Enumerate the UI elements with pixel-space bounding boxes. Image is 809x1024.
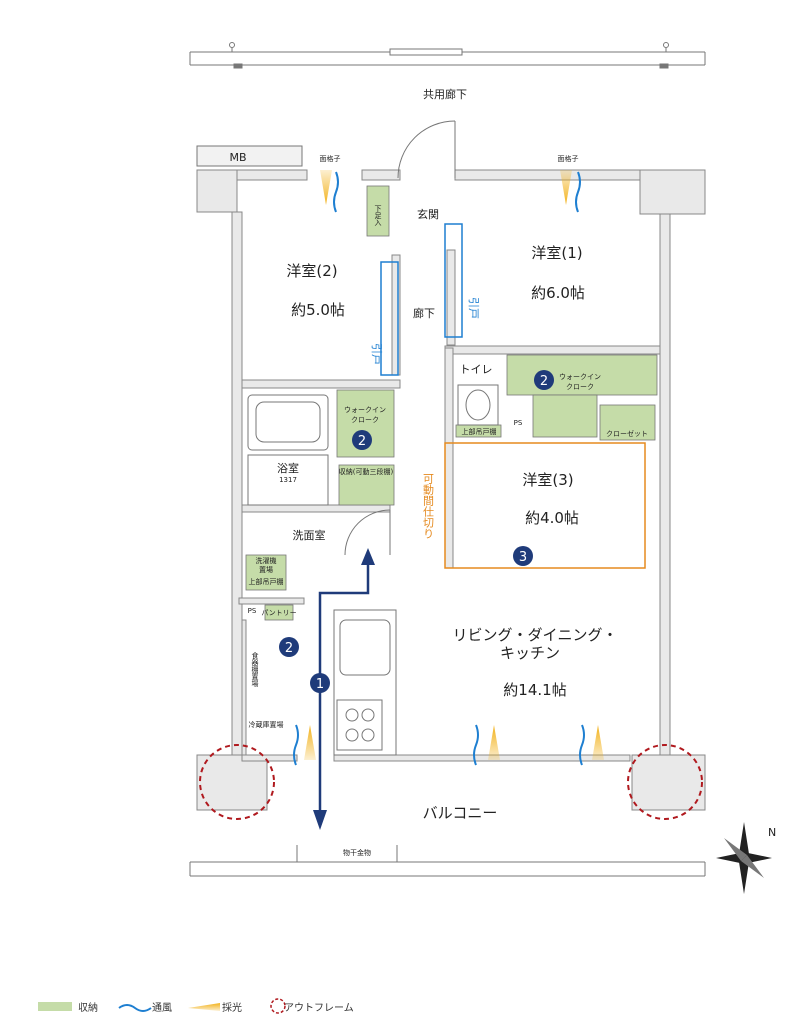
ldk-label-1: リビング・ダイニング・ [452, 626, 617, 644]
room2-size: 約5.0帖 [291, 301, 345, 319]
legend-wind: 通風 [152, 999, 172, 1014]
legend-outframe-label: アウトフレーム [284, 1002, 354, 1014]
outframe-markers [199, 744, 703, 820]
svg-text:クローゼット: クローゼット [606, 429, 648, 438]
hallway-label: 廊下 [413, 306, 435, 320]
mb-box: MB [196, 145, 303, 167]
entrance-door [397, 120, 456, 179]
svg-text:3: 3 [519, 550, 527, 565]
toilet [457, 384, 499, 426]
lattice-label-left: 面格子 [320, 154, 341, 163]
wind-indicators [293, 171, 585, 766]
room2-name: 洋室(2) [286, 262, 337, 280]
dish-storage-label: 食器棚置場 [251, 651, 259, 688]
bath-size: 1317 [279, 476, 297, 484]
shoe-box-label: 下足入 [374, 205, 382, 226]
light-indicators [304, 170, 604, 760]
washer-label-2: 置場 [259, 565, 273, 574]
ps-label-wash: PS [248, 607, 257, 615]
fridge-label: 冷蔵庫置場 [249, 720, 284, 729]
room1-name: 洋室(1) [531, 244, 582, 262]
storage-areas [245, 185, 658, 621]
legend-outframe: アウトフレーム [284, 999, 354, 1014]
shoe-box [366, 185, 390, 237]
wic1-label-2: クローク [566, 383, 594, 391]
legend-storage-label: 収納 [78, 1002, 98, 1014]
bathtub [247, 394, 329, 506]
balcony-railing [189, 845, 706, 877]
marker-3: 3 [513, 546, 533, 566]
sliding-doors [380, 223, 463, 376]
corridor-label: 共用廊下 [423, 87, 467, 101]
entrance-label: 玄関 [417, 207, 439, 221]
legend-light: 採光 [222, 999, 242, 1014]
ldk-size: 約14.1帖 [503, 681, 566, 699]
circulation-arrow [313, 548, 375, 830]
room3-size: 約4.0帖 [525, 509, 579, 527]
washer-label-1: 洗濯機 [256, 556, 277, 565]
wic2-label-2: クローク [351, 416, 379, 424]
wic2-label-1: ウォークイン [344, 406, 386, 414]
ldk-label-2: キッチン [500, 644, 560, 662]
storage-swatch-icon [38, 1001, 72, 1011]
legend-storage: 収納 [38, 999, 98, 1014]
balcony-label: バルコニー [423, 804, 498, 822]
storage-shelf-label: 収納(可動三段棚) [339, 467, 394, 476]
marker-2-pantry: 2 [279, 637, 299, 657]
lattice-label-right: 面格子 [558, 154, 579, 163]
closet: クローゼット [599, 404, 656, 441]
svg-text:2: 2 [540, 374, 548, 389]
marker-2-wic-room2: 2 [352, 430, 372, 450]
toilet-label: トイレ [460, 363, 493, 376]
north-compass-icon: N [716, 822, 776, 894]
svg-text:MB: MB [229, 151, 246, 164]
room3-name: 洋室(3) [522, 471, 573, 489]
wic-room1 [506, 354, 658, 396]
kitchen-counter [333, 609, 397, 756]
svg-text:2: 2 [285, 641, 293, 656]
legend-graphics [118, 998, 286, 1014]
ps-label-toilet: PS [514, 419, 523, 427]
bath-label: 浴室 [277, 461, 299, 475]
svg-text:N: N [768, 826, 776, 839]
legend: 収納 通風 採光 アウトフレーム [38, 996, 368, 1016]
marker-1: 1 [310, 673, 330, 693]
wic1-label-1: ウォークイン [559, 373, 601, 381]
legend-wind-label: 通風 [152, 1002, 172, 1014]
movable-partition-label: 可動間仕切り [422, 473, 435, 539]
drying-label: 物干金物 [343, 848, 371, 857]
upper-cabinet-label: 上部吊戸棚 [462, 427, 497, 436]
pantry-label: パントリー [261, 609, 296, 617]
svg-text:2: 2 [358, 434, 366, 449]
marker-2-wic-room1: 2 [534, 370, 554, 390]
corridor-railing [189, 42, 706, 69]
washroom-label: 洗面室 [293, 528, 326, 542]
wash-basin [344, 509, 391, 556]
washer-upper-label: 上部吊戸棚 [249, 577, 284, 586]
movable-partition [444, 442, 646, 569]
svg-text:1: 1 [316, 677, 324, 692]
legend-light-label: 採光 [222, 1002, 242, 1014]
sliding-door-label-left: 引戸 [370, 343, 384, 365]
interior-walls [238, 249, 661, 762]
sliding-door-label-right: 引戸 [467, 297, 481, 319]
room1-size: 約6.0帖 [531, 284, 585, 302]
